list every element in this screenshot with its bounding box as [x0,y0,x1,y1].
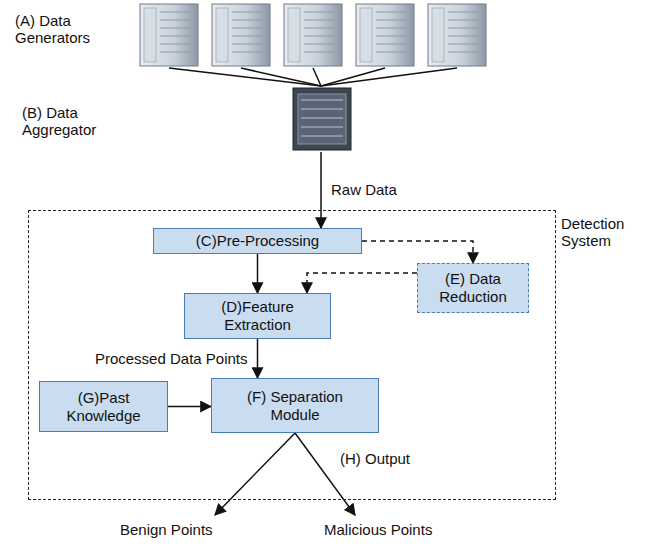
server-tower [356,4,414,66]
output-label: Benign Points [118,521,215,538]
node-label: (E) Data Reduction [428,270,518,306]
process-box: (C)Pre-Processing [153,228,362,254]
edge-label: Raw Data [329,181,399,198]
process-box: (G)Past Knowledge [39,381,168,432]
output-arrows [215,433,355,515]
output-label: (H) Output [338,450,412,467]
flow-arrow [257,254,259,293]
process-box: (E) Data Reduction [417,263,529,313]
server-tower [212,4,270,66]
node-label: (A) Data Generators [15,12,115,46]
server-tower [140,4,198,66]
server-tower [428,4,486,66]
edge-label: Processed Data Points [93,350,250,367]
data-aggregator: (B) Data Aggregator [20,86,352,152]
node-label: (D)Feature Extraction [195,298,320,334]
node-label: Detection System [561,215,641,249]
node-label: (C)Pre-Processing [196,232,319,250]
dashed-arrow [307,273,417,293]
data-generators: (A) Data Generators [15,2,505,68]
process-box: (D)Feature Extraction [184,293,331,339]
fan-in-lines [169,68,457,86]
dashed-arrow [362,241,473,263]
flow-arrow [168,406,211,408]
flow-arrow [320,152,322,228]
output-label: Malicious Points [322,521,434,538]
node-label: (G)Past Knowledge [50,389,157,425]
process-box: (F) Separation Module [211,378,379,433]
node-label: (F) Separation Module [230,388,360,424]
node-label: (B) Data Aggregator [22,104,122,138]
server-tower [284,4,342,66]
flow-arrow [257,339,259,378]
